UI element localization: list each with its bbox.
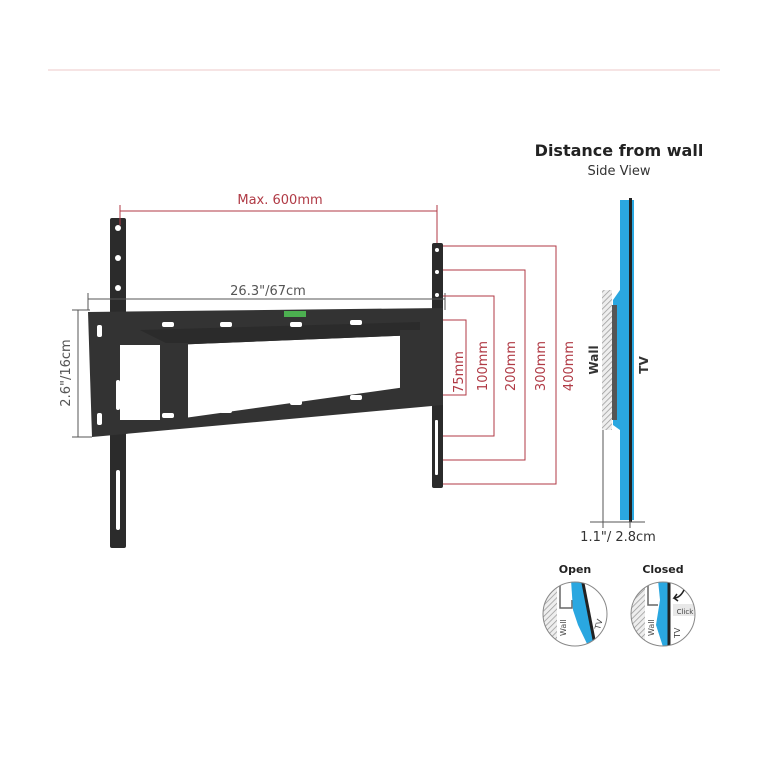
open-tv-label: TV bbox=[593, 618, 605, 632]
vesa-dimensions bbox=[443, 245, 557, 485]
max-width-label: Max. 600mm bbox=[237, 193, 322, 208]
height-dimension bbox=[72, 309, 92, 438]
height-label: 2.6"/16cm bbox=[59, 339, 74, 406]
closed-tv-label: TV bbox=[673, 627, 682, 639]
bubble-level bbox=[284, 311, 306, 317]
max-width-dimension bbox=[119, 205, 438, 243]
side-view-title: Distance from wall bbox=[535, 141, 704, 160]
click-arrow-icon bbox=[672, 589, 685, 602]
depth-label: 1.1"/ 2.8cm bbox=[580, 530, 656, 545]
side-view-drawing bbox=[602, 198, 634, 522]
width-label: 26.3"/67cm bbox=[230, 284, 306, 299]
open-label: Open bbox=[559, 563, 592, 576]
vesa-label-300: 300mm bbox=[534, 341, 549, 391]
depth-dimension bbox=[590, 430, 645, 528]
vesa-label-200: 200mm bbox=[504, 341, 519, 391]
open-lock-detail bbox=[543, 582, 607, 646]
side-wall-label: Wall bbox=[587, 345, 601, 374]
side-tv-label: TV bbox=[637, 356, 651, 374]
closed-wall-label: Wall bbox=[647, 619, 656, 636]
wall-bracket bbox=[88, 218, 443, 548]
vesa-label-400: 400mm bbox=[562, 341, 577, 391]
vesa-label-100: 100mm bbox=[476, 341, 491, 391]
closed-click-label: Click bbox=[677, 608, 695, 616]
vesa-label-75: 75mm bbox=[452, 351, 467, 393]
closed-lock-detail bbox=[631, 582, 695, 646]
open-wall-label: Wall bbox=[559, 619, 568, 636]
side-view-subtitle: Side View bbox=[587, 164, 650, 179]
closed-label: Closed bbox=[642, 563, 683, 576]
